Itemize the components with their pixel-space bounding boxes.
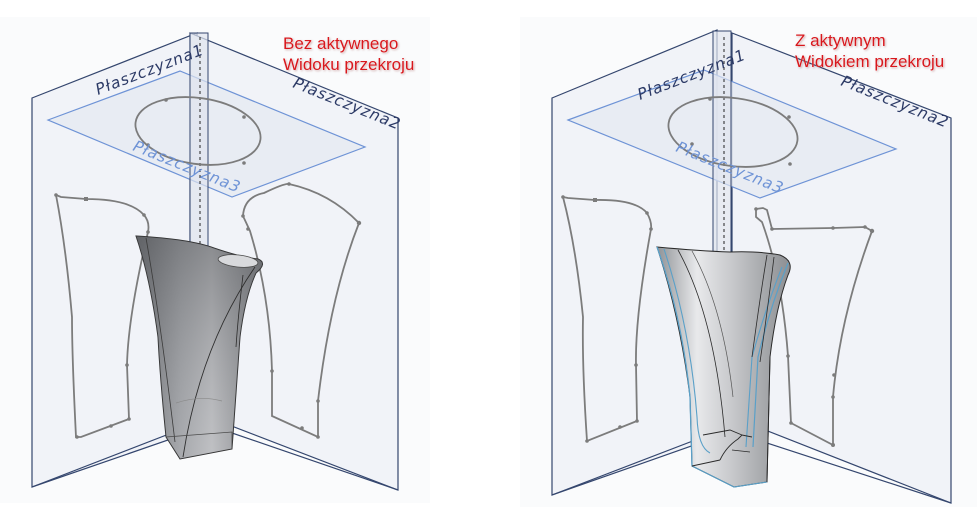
caption-no-section-view: Bez aktywnego Widoku przekroju [283,33,414,75]
viewport-without-section-view: Płaszczyzna1 Płaszczyzna2 Płaszczyzna3 B… [0,17,430,503]
model-scene-left[interactable]: Płaszczyzna1 Płaszczyzna2 Płaszczyzna3 [0,17,430,503]
model-scene-right[interactable]: Płaszczyzna1 Płaszczyzna2 Płaszczyzna3 [520,17,977,507]
caption-line2: Widoku przekroju [283,55,415,74]
caption-line1: Z aktywnym [795,31,886,50]
caption-with-section-view: Z aktywnym Widokiem przekroju [795,30,944,72]
vase-section-body[interactable] [656,246,791,488]
ellipse-sketch[interactable] [131,90,265,173]
ellipse-sketch[interactable] [664,89,802,174]
vase-solid-body[interactable] [135,235,263,460]
caption-line2: Widokiem przekroju [795,52,945,71]
caption-line1: Bez aktywnego [283,34,399,53]
viewport-with-section-view: Płaszczyzna1 Płaszczyzna2 Płaszczyzna3 Z… [520,17,977,507]
plane3-right[interactable] [566,69,898,199]
